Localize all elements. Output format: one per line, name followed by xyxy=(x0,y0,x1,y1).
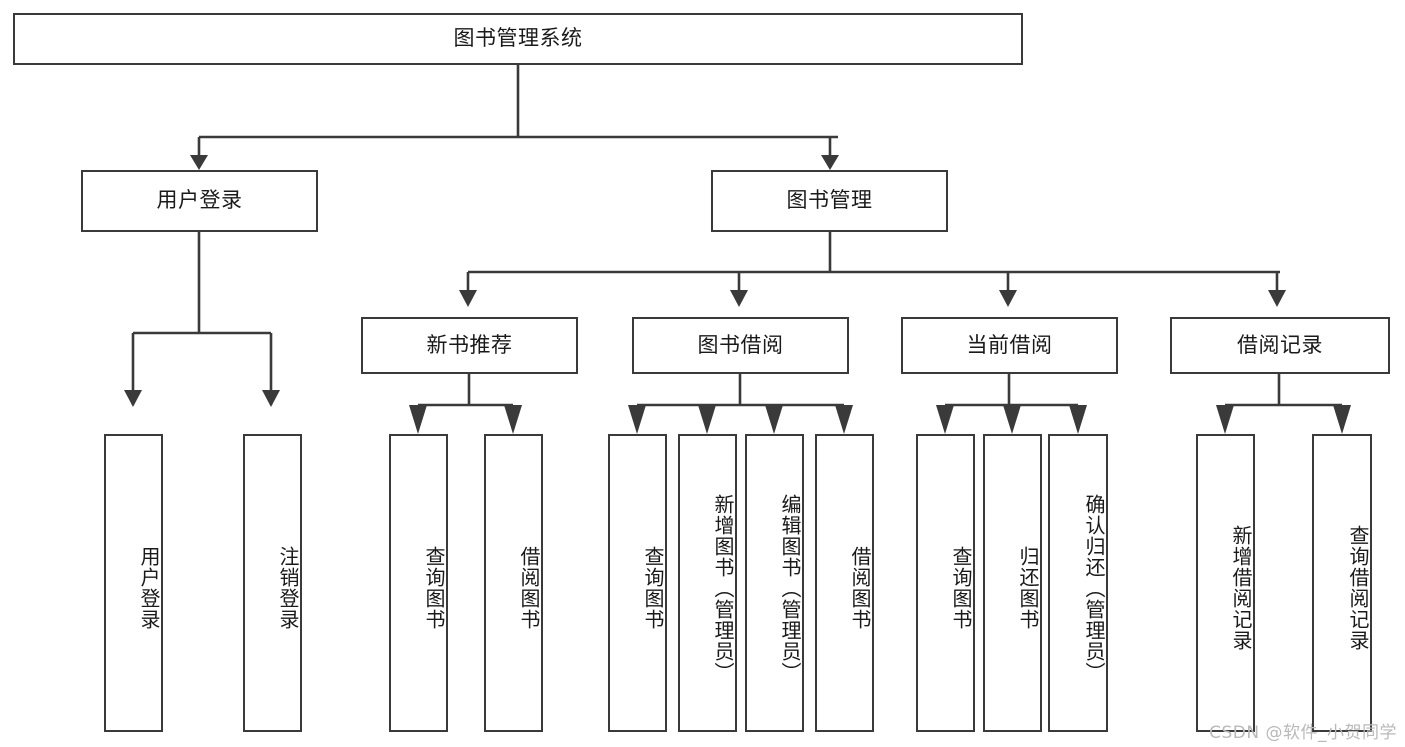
node-label: 图书管理系统 xyxy=(453,26,583,51)
node-label: 注销登录 xyxy=(276,546,300,630)
arrow-current-leaf2 xyxy=(1003,405,1021,434)
leaf-query-record[interactable]: 查询借阅记录 xyxy=(1312,434,1372,732)
arrow-current-leaf1 xyxy=(936,405,954,434)
arrow-to-book-borrow xyxy=(730,290,748,307)
leaf-query-book-3[interactable]: 查询图书 xyxy=(916,434,975,732)
arrow-record-leaf2 xyxy=(1333,405,1351,434)
leaf-logout-login[interactable]: 注销登录 xyxy=(243,434,302,732)
node-label: 确认归还（管理员） xyxy=(1082,493,1106,683)
arrow-to-book-manage xyxy=(821,155,839,170)
node-label: 查询图书 xyxy=(422,546,446,630)
leaf-user-login[interactable]: 用户登录 xyxy=(104,434,163,732)
node-label: 借阅图书 xyxy=(517,546,541,630)
node-label: 新书推荐 xyxy=(426,332,513,357)
node-book-manage[interactable]: 图书管理 xyxy=(711,170,948,232)
node-label: 查询图书 xyxy=(641,546,665,630)
node-new-book-recommend[interactable]: 新书推荐 xyxy=(361,317,578,374)
arrow-recommend-leaf1 xyxy=(409,405,427,434)
node-label: 图书管理 xyxy=(786,188,873,213)
leaf-add-record[interactable]: 新增借阅记录 xyxy=(1196,434,1255,732)
arrow-to-current-borrow xyxy=(999,290,1017,307)
node-label: 图书借阅 xyxy=(697,332,784,357)
leaf-query-book-1[interactable]: 查询图书 xyxy=(389,434,448,732)
arrow-to-leaf-logout xyxy=(262,390,280,407)
arrow-borrow-leaf2 xyxy=(698,405,716,434)
leaf-return-book[interactable]: 归还图书 xyxy=(983,434,1042,732)
node-label: 新增图书（管理员） xyxy=(711,493,735,683)
leaf-borrow-book-2[interactable]: 借阅图书 xyxy=(815,434,874,732)
arrow-borrow-leaf4 xyxy=(835,405,853,434)
leaf-borrow-book-1[interactable]: 借阅图书 xyxy=(484,434,543,732)
node-label: 编辑图书（管理员） xyxy=(778,493,802,683)
leaf-add-book[interactable]: 新增图书（管理员） xyxy=(678,434,737,732)
node-borrow-record[interactable]: 借阅记录 xyxy=(1170,317,1390,374)
node-current-borrow[interactable]: 当前借阅 xyxy=(901,317,1118,374)
node-label: 查询图书 xyxy=(949,546,973,630)
csdn-watermark: CSDN @软件_小贺同学 xyxy=(1209,723,1397,743)
node-book-borrow[interactable]: 图书借阅 xyxy=(632,317,849,374)
node-label: 用户登录 xyxy=(156,188,243,213)
arrow-to-user-login xyxy=(190,155,208,170)
leaf-confirm-return[interactable]: 确认归还（管理员） xyxy=(1048,434,1108,732)
arrow-to-recommend xyxy=(459,290,477,307)
node-label: 借阅图书 xyxy=(848,546,872,630)
node-user-login[interactable]: 用户登录 xyxy=(81,170,318,232)
node-label: 用户登录 xyxy=(137,546,161,630)
arrow-current-leaf3 xyxy=(1069,405,1087,434)
arrow-borrow-leaf1 xyxy=(628,405,646,434)
node-label: 借阅记录 xyxy=(1237,332,1323,357)
node-label: 新增借阅记录 xyxy=(1229,525,1253,651)
node-label: 当前借阅 xyxy=(966,332,1053,357)
leaf-edit-book[interactable]: 编辑图书（管理员） xyxy=(745,434,804,732)
node-root-system[interactable]: 图书管理系统 xyxy=(13,13,1023,65)
leaf-query-book-2[interactable]: 查询图书 xyxy=(608,434,667,732)
arrow-record-leaf1 xyxy=(1216,405,1234,434)
arrow-to-leaf-user-login xyxy=(124,390,142,407)
node-label: 查询借阅记录 xyxy=(1346,525,1370,651)
arrow-to-borrow-record xyxy=(1268,290,1286,307)
arrow-borrow-leaf3 xyxy=(765,405,783,434)
node-label: 归还图书 xyxy=(1016,546,1040,630)
arrow-recommend-leaf2 xyxy=(504,405,522,434)
